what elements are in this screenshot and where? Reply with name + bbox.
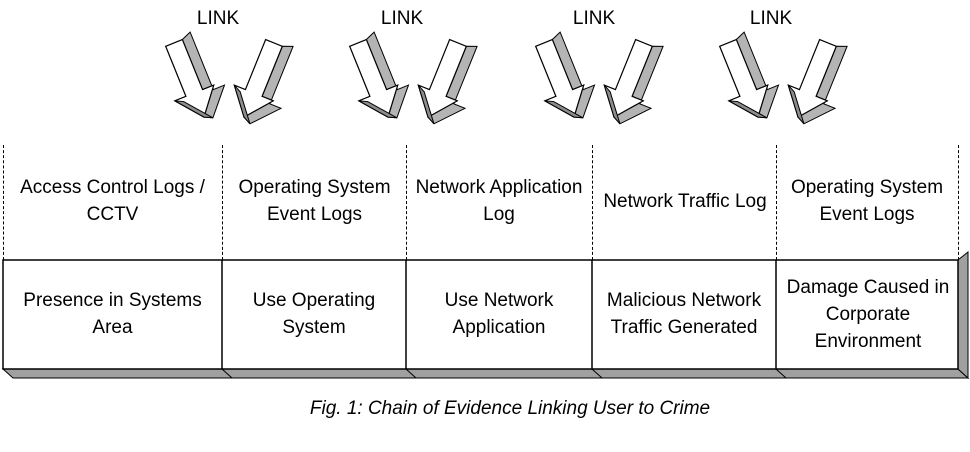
activity-bar-front <box>2 259 959 370</box>
link-arrow-icon <box>534 31 596 119</box>
figure-caption: Fig. 1: Chain of Evidence Linking User t… <box>309 398 711 419</box>
activity-bar <box>1 250 970 380</box>
link-arrow-icon <box>417 38 478 125</box>
link-label-2: LINK <box>380 8 424 29</box>
column-separator <box>592 145 593 260</box>
activity-5: Damage Caused in Corporate Environment <box>786 276 950 352</box>
activity-divider-depth <box>405 368 417 379</box>
link-arrows <box>164 31 848 125</box>
link-arrow-tip <box>603 84 621 125</box>
activity-bar-depth-bottom <box>1 368 970 379</box>
link-label-4: LINK <box>749 8 793 29</box>
link-arrow-icon <box>348 31 410 119</box>
link-arrow-face <box>718 38 769 118</box>
link-arrow-face <box>164 38 215 118</box>
link-arrow-icon <box>787 38 848 125</box>
link-arrow-icon <box>718 31 780 119</box>
activity-2: Use Operating System <box>252 290 376 338</box>
link-arrow-tip <box>728 100 768 119</box>
log-source-3: Network Application Log <box>415 177 583 225</box>
column-separator <box>222 145 223 260</box>
link-arrow-tip <box>233 84 251 125</box>
link-label-1: LINK <box>196 8 240 29</box>
activity-3: Use Network Application <box>444 290 554 338</box>
column-separator <box>776 145 777 260</box>
column-separator <box>958 145 959 260</box>
link-arrow-face <box>787 38 838 118</box>
link-label-3: LINK <box>572 8 616 29</box>
link-arrow-face <box>348 38 399 118</box>
log-source-5: Operating System Event Logs <box>790 177 944 225</box>
activity-divider-depth <box>775 368 787 379</box>
log-source-1: Access Control Logs / CCTV <box>20 177 205 225</box>
link-arrow-face <box>417 38 468 118</box>
link-arrow-tip <box>787 84 805 125</box>
link-arrow-icon <box>164 31 226 119</box>
activity-divider-depth <box>591 368 603 379</box>
link-arrow-tip <box>544 100 584 119</box>
activity-divider-depth <box>221 368 233 379</box>
activity-1: Presence in Systems Area <box>23 290 202 338</box>
log-source-4: Network Traffic Log <box>603 190 767 212</box>
link-arrow-icon <box>603 38 664 125</box>
activity-bar-depth-right <box>957 250 969 380</box>
link-arrow-face <box>534 38 585 118</box>
column-separator <box>406 145 407 260</box>
activity-4: Malicious Network Traffic Generated <box>606 290 762 338</box>
link-arrow-face <box>233 38 284 118</box>
link-arrow-tip <box>174 100 214 119</box>
log-source-2: Operating System Event Logs <box>238 177 391 225</box>
link-arrow-tip <box>358 100 398 119</box>
link-arrow-face <box>603 38 654 118</box>
link-arrow-icon <box>233 38 294 125</box>
column-separator <box>3 145 4 260</box>
link-arrow-tip <box>417 84 435 125</box>
